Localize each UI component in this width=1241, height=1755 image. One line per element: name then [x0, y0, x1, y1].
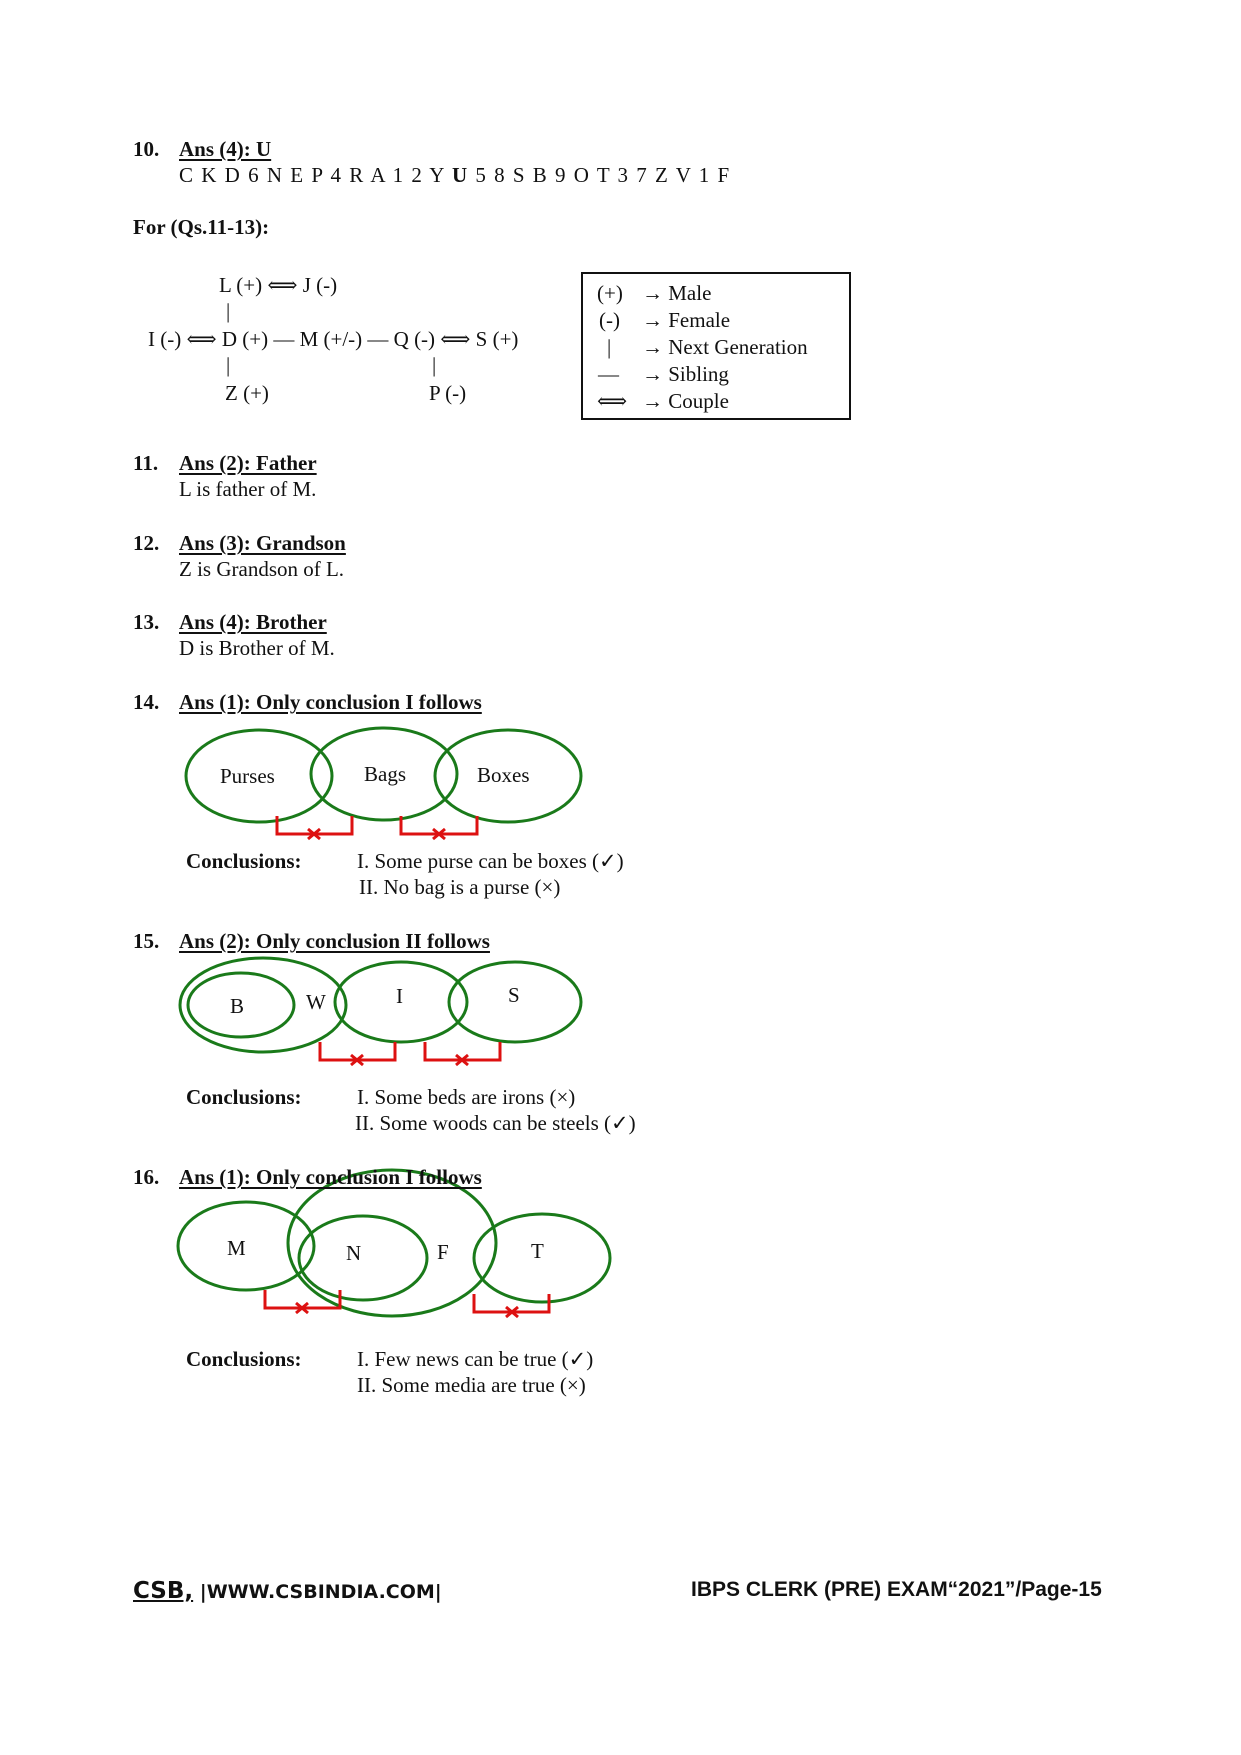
circle-t: [472, 1212, 612, 1304]
legend-meaning-male: → Male: [642, 281, 712, 305]
conclusion-14-1: I. Some purse can be boxes (✓): [357, 849, 624, 873]
conclusion-15-1: I. Some beds are irons (×): [357, 1085, 576, 1109]
label-n: N: [346, 1241, 361, 1265]
question-number-16: 16.: [133, 1165, 160, 1189]
sequence-part-1: C K D 6 N E P 4 R A 1 2 Y: [179, 163, 452, 187]
legend-symbol-female: (-): [599, 308, 620, 332]
cross-link-15: [318, 1042, 502, 1067]
answer-11: Ans (2): Father: [179, 451, 317, 475]
footer-page-info: IBPS CLERK (PRE) EXAM“2021”/Page-15: [691, 1578, 1102, 1601]
circle-boxes: [433, 728, 583, 824]
question-number-11: 11.: [133, 451, 159, 475]
question-number-12: 12.: [133, 531, 160, 555]
circle-f: [286, 1168, 498, 1318]
label-f: F: [437, 1240, 449, 1264]
circle-bags: [309, 726, 459, 822]
conclusion-14-2: II. No bag is a purse (×): [359, 875, 561, 899]
label-t: T: [531, 1239, 544, 1263]
circle-purses: [184, 728, 334, 824]
cross-link-14: [275, 816, 479, 841]
label-m: M: [227, 1236, 246, 1260]
family-tree-bar-left: |: [226, 353, 231, 377]
legend-symbol-male: (+): [597, 281, 623, 305]
answer-16: Ans (1): Only conclusion I follows: [179, 1165, 482, 1189]
label-s: S: [508, 983, 520, 1007]
legend-symbol-sibling: —: [598, 362, 619, 386]
question-number-14: 14.: [133, 690, 160, 714]
family-tree-top: L (+) ⟺ J (-): [219, 273, 338, 297]
label-w: W: [306, 990, 326, 1014]
letter-sequence: C K D 6 N E P 4 R A 1 2 Y U 5 8 S B 9 O …: [179, 162, 731, 189]
family-tree-bar-right: |: [432, 353, 437, 377]
circle-b: [186, 971, 296, 1039]
explanation-12: Z is Grandson of L.: [179, 557, 345, 581]
answer-14: Ans (1): Only conclusion I follows: [179, 690, 482, 714]
circle-s: [447, 960, 583, 1044]
circle-n: [297, 1214, 429, 1302]
label-i: I: [396, 984, 403, 1008]
venn-16: [176, 1168, 612, 1318]
answer-15: Ans (2): Only conclusion II follows: [179, 929, 490, 953]
label-b: B: [230, 994, 244, 1018]
circle-m: [176, 1200, 316, 1292]
answer-10: Ans (4): U: [179, 137, 272, 161]
circle-i: [333, 960, 469, 1044]
answer-13: Ans (4): Brother: [179, 610, 327, 634]
legend-meaning-sibling: → Sibling: [642, 362, 729, 386]
explanation-13: D is Brother of M.: [179, 636, 335, 660]
question-number-15: 15.: [133, 929, 160, 953]
family-tree-bar-top: |: [226, 299, 231, 323]
family-tree-bottom-right: P (-): [429, 381, 467, 405]
sequence-highlight: U: [451, 163, 469, 187]
label-purses: Purses: [220, 764, 275, 788]
sequence-part-2: 5 8 S B 9 O T 3 7 Z V 1 F: [468, 163, 731, 187]
footer-brand: CSB, |WWW.CSBINDIA.COM|: [133, 1578, 442, 1604]
family-tree-bottom-left: Z (+): [225, 381, 269, 405]
label-boxes: Boxes: [477, 763, 530, 787]
legend-box: (+) → Male (-) → Female | → Next Generat…: [581, 272, 851, 420]
conclusions-label-15: Conclusions:: [186, 1085, 302, 1109]
answer-12: Ans (3): Grandson: [179, 531, 346, 555]
conclusions-label-16: Conclusions:: [186, 1347, 302, 1371]
venn-15: [178, 956, 583, 1054]
footer-website: |WWW.CSBINDIA.COM|: [193, 1581, 442, 1603]
family-tree-middle: I (-) ⟺ D (+) — M (+/-) — Q (-) ⟺ S (+): [148, 327, 519, 351]
legend-symbol-couple: ⟺: [597, 389, 628, 413]
venn-14: [184, 726, 583, 824]
conclusion-16-2: II. Some media are true (×): [357, 1373, 586, 1397]
question-number-10: 10.: [133, 137, 160, 161]
legend-meaning-generation: → Next Generation: [642, 335, 808, 359]
explanation-11: L is father of M.: [179, 477, 317, 501]
question-number-13: 13.: [133, 610, 160, 634]
conclusion-15-2: II. Some woods can be steels (✓): [355, 1111, 636, 1135]
label-bags: Bags: [364, 762, 406, 786]
conclusions-label-14: Conclusions:: [186, 849, 302, 873]
circle-w: [178, 956, 348, 1054]
for-questions-heading: For (Qs.11-13):: [133, 215, 270, 239]
cross-link-16: [263, 1290, 551, 1319]
footer-logo-text: CSB,: [133, 1578, 194, 1604]
legend-symbol-generation: |: [607, 335, 612, 359]
conclusion-16-1: I. Few news can be true (✓): [357, 1347, 594, 1371]
legend-meaning-female: → Female: [642, 308, 731, 332]
legend-meaning-couple: → Couple: [642, 389, 729, 413]
